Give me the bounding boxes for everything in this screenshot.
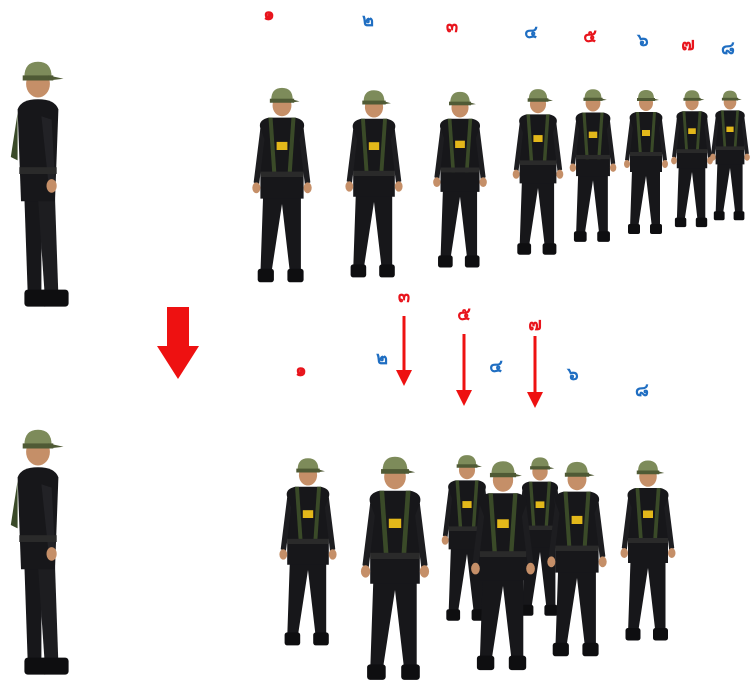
down-arrow-icon: [157, 307, 199, 379]
top-label-5: ๕: [583, 26, 597, 47]
soldier-top-8: [710, 90, 750, 221]
top-label-1: ๑: [263, 4, 275, 25]
soldier-top-2: [345, 90, 403, 278]
top-label-3: ๓: [445, 16, 459, 37]
commander-bottom: [10, 429, 69, 675]
bottom-label-2: ๒: [376, 348, 388, 369]
soldier-top-5: [569, 89, 617, 242]
top-label-7: ๗: [681, 34, 695, 55]
commander-top: [10, 61, 69, 307]
soldier-bottom-8: [620, 460, 676, 641]
bottom-label-4: ๔: [489, 356, 503, 377]
top-label-4: ๔: [524, 22, 538, 43]
top-label-8: ๘: [721, 38, 735, 59]
soldier-top-1: [252, 87, 312, 283]
soldier-bottom-1: [279, 458, 337, 646]
top-row-formation: [252, 87, 750, 283]
arrow-label-7: ๗: [528, 314, 542, 335]
bottom-label-8: ๘: [635, 380, 649, 401]
bottom-label-6: ๖: [567, 364, 579, 385]
arrow-label-3: ๓: [397, 286, 411, 307]
soldier-top-7: [671, 90, 713, 228]
bottom-label-1: ๑: [295, 360, 307, 381]
arrow-label-5: ๕: [457, 304, 471, 325]
top-label-2: ๒: [362, 10, 374, 31]
soldier-bottom-3: [360, 456, 430, 680]
step-back-arrows: [396, 316, 543, 408]
top-label-6: ๖: [637, 30, 649, 51]
soldier-top-4: [512, 89, 564, 255]
soldier-top-6: [624, 90, 668, 234]
soldier-top-3: [433, 91, 487, 268]
